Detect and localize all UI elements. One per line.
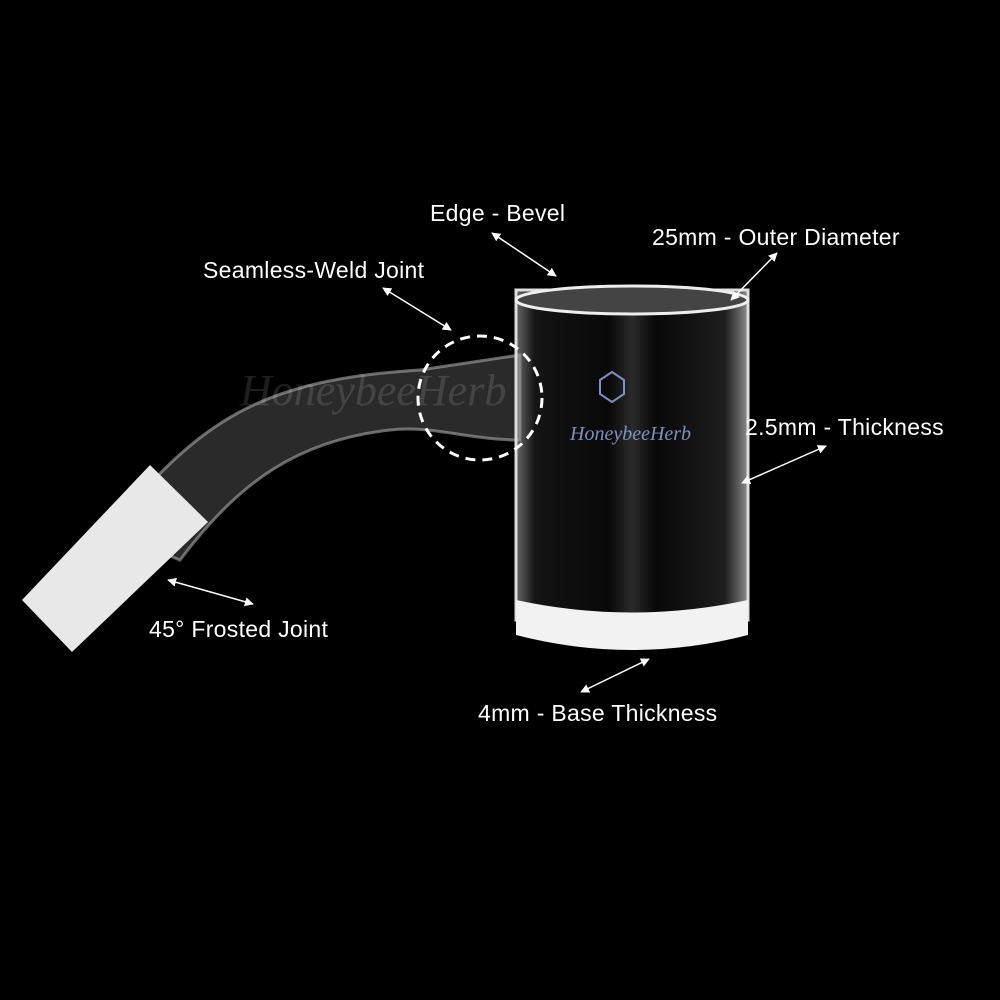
label-base-thickness: 4mm - Base Thickness: [478, 700, 718, 726]
arrow-outer-diameter: [730, 252, 778, 301]
label-seamless-weld: Seamless-Weld Joint: [203, 257, 425, 283]
arm-tube: [107, 353, 522, 562]
bucket-rim: [514, 284, 750, 316]
label-frosted-joint: 45° Frosted Joint: [149, 616, 329, 642]
logo-text: HoneybeeHerb: [569, 423, 691, 445]
watermark-logo: HoneybeeHerb: [569, 370, 691, 445]
svg-text:HoneybeeHerb: HoneybeeHerb: [239, 366, 506, 415]
arrow-frosted-joint: [167, 577, 254, 607]
arrow-base-thickness: [580, 658, 650, 693]
bucket-body: [514, 288, 750, 622]
bucket-base: [516, 600, 748, 650]
arrow-seamless-weld: [382, 287, 452, 331]
label-thickness: 2.5mm - Thickness: [745, 414, 944, 440]
frosted-joint: [22, 465, 208, 652]
arrow-thickness: [741, 445, 827, 484]
weld-highlight-circle: [416, 334, 544, 462]
arrow-edge-bevel: [491, 232, 557, 277]
label-edge-bevel: Edge - Bevel: [430, 200, 566, 226]
label-outer-diameter: 25mm - Outer Diameter: [652, 224, 900, 250]
